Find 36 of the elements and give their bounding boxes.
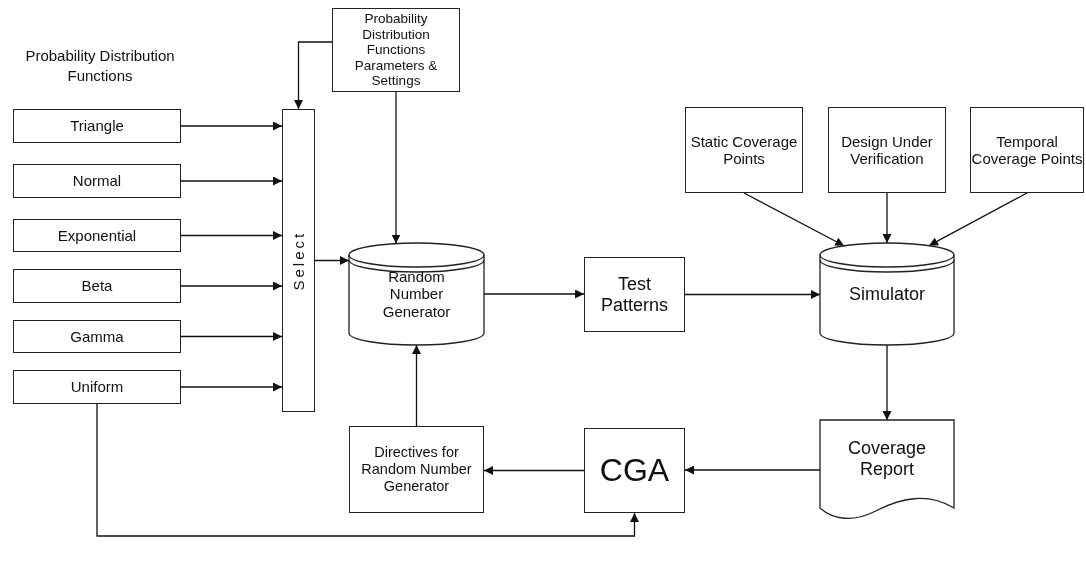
arrow xyxy=(483,289,585,299)
arrow xyxy=(180,332,283,341)
arrow xyxy=(483,466,585,475)
arrow xyxy=(882,344,892,421)
arrow xyxy=(684,465,821,475)
arrow xyxy=(314,256,350,265)
selector-bar: Select xyxy=(282,109,315,412)
arrow xyxy=(180,121,283,131)
arrow xyxy=(180,176,283,186)
arrow xyxy=(743,192,845,247)
arrow xyxy=(180,231,283,240)
process-box: Design Under Verification xyxy=(828,107,946,193)
process-box: CGA xyxy=(584,428,685,513)
arrow xyxy=(294,41,333,110)
arrow xyxy=(882,192,892,244)
process-box: Uniform xyxy=(13,370,181,404)
process-box: Gamma xyxy=(13,320,181,353)
process-box: Beta xyxy=(13,269,181,303)
arrow xyxy=(180,281,283,291)
arrow xyxy=(684,290,821,299)
database-cylinder: Random Number Generator xyxy=(349,243,484,345)
process-box: Exponential xyxy=(13,219,181,252)
process-box: Test Patterns xyxy=(584,257,685,332)
arrow xyxy=(96,403,639,537)
arrow xyxy=(928,192,1028,247)
arrow xyxy=(180,382,283,392)
document-shape: Coverage Report xyxy=(820,420,954,520)
process-box: Static Coverage Points xyxy=(685,107,803,193)
process-box: Probability Distribution Functions Parameters & Settings xyxy=(332,8,460,92)
heading-label: Probability Distribution Functions xyxy=(24,46,176,87)
arrow xyxy=(412,344,421,427)
process-box: Normal xyxy=(13,164,181,198)
process-box: Temporal Coverage Points xyxy=(970,107,1084,193)
process-box: Directives for Random Number Generator xyxy=(349,426,484,513)
process-box: Triangle xyxy=(13,109,181,143)
database-cylinder: Simulator xyxy=(820,243,954,345)
